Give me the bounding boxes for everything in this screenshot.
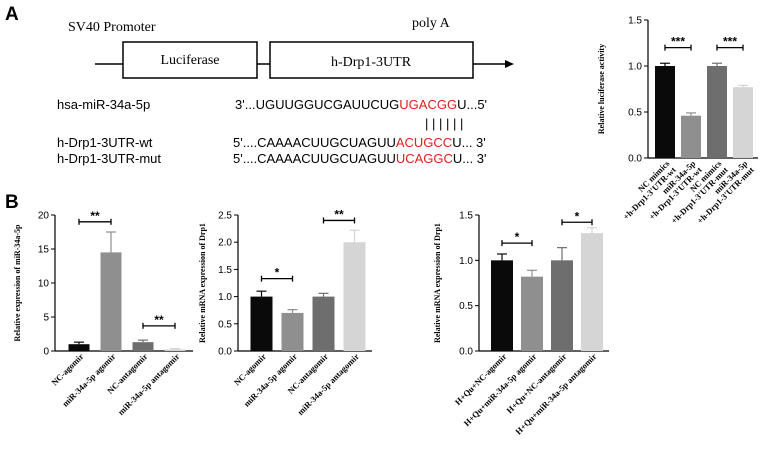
bar bbox=[281, 312, 304, 351]
y-tick-label: 1.5 bbox=[459, 211, 473, 222]
x-category-label: miR-34a-5p agomir bbox=[242, 351, 299, 408]
bar bbox=[100, 252, 122, 351]
mirna-name: hsa-miR-34a-5p bbox=[57, 97, 150, 112]
bar bbox=[681, 115, 701, 158]
bar bbox=[521, 276, 543, 351]
y-tick-label: 0.5 bbox=[218, 319, 232, 330]
luciferase-label: Luciferase bbox=[160, 53, 219, 68]
x-category-line: miR-34a-5p agomir bbox=[242, 351, 299, 408]
y-axis-label: Relative expression of miR-34a-5p bbox=[13, 224, 22, 342]
polya-label: poly A bbox=[412, 16, 451, 31]
bar bbox=[250, 296, 273, 351]
significance-label: * bbox=[575, 209, 580, 223]
panel-a: A SV40 Promoter poly A Luciferase h-Drp1… bbox=[5, 4, 514, 166]
y-tick-label: 0 bbox=[43, 347, 49, 358]
wt-sequence: 5'....CAAAACUUGCUAGUUACUGCCU... 3' bbox=[233, 135, 486, 150]
bar bbox=[581, 233, 603, 351]
x-category-label: miR-34a-5p antagomir bbox=[295, 351, 361, 417]
bar bbox=[343, 242, 366, 351]
bar bbox=[551, 260, 573, 351]
x-category-line: miR-34a-5p antagomir bbox=[116, 351, 182, 417]
utr-label: h-Drp1-3UTR bbox=[331, 55, 412, 70]
significance-label: ** bbox=[154, 313, 164, 327]
x-category-label: miR-34a-5p antagomir bbox=[116, 351, 182, 417]
x-category-line: H+Qu+NC-agomir bbox=[453, 351, 509, 407]
mut-name: h-Drp1-3UTR-mut bbox=[57, 151, 161, 166]
y-tick-label: 2.0 bbox=[218, 238, 232, 249]
significance-label: *** bbox=[723, 35, 737, 49]
y-tick-label: 15 bbox=[38, 245, 50, 256]
significance-label: ** bbox=[334, 207, 344, 221]
promoter-label: SV40 Promoter bbox=[68, 20, 156, 35]
significance-label: ** bbox=[90, 209, 100, 223]
bar bbox=[733, 87, 753, 158]
panel-a-letter: A bbox=[5, 4, 19, 25]
y-tick-label: 1.0 bbox=[459, 256, 473, 267]
bar bbox=[312, 296, 335, 351]
bar bbox=[655, 66, 675, 158]
y-tick-label: 0.5 bbox=[628, 108, 642, 119]
y-axis-label: Relative luciferase activity bbox=[597, 44, 606, 134]
y-tick-label: 5 bbox=[43, 313, 49, 324]
mirna-sequence: 3'...UGUUGGUCGAUUCUGUGACGGU...5' bbox=[235, 97, 487, 112]
x-category-label: H+Qu+NC-agomir bbox=[453, 351, 509, 407]
pairing-marks: | | | | | | bbox=[425, 116, 463, 131]
wt-name: h-Drp1-3UTR-wt bbox=[57, 135, 153, 150]
mut-sequence: 5'....CAAAACUUGCUAGUUUCAGGCU... 3' bbox=[233, 151, 486, 166]
y-tick-label: 0.5 bbox=[459, 301, 473, 312]
bar bbox=[132, 342, 154, 351]
utr-box bbox=[269, 41, 474, 79]
x-category-line: miR-34a-5p antagomir bbox=[295, 351, 361, 417]
y-tick-label: 2.5 bbox=[218, 211, 232, 222]
y-tick-label: 1.5 bbox=[218, 265, 232, 276]
luciferase-box bbox=[122, 41, 258, 79]
panel-b-letter: B bbox=[5, 192, 19, 213]
construct-arrowhead bbox=[505, 60, 514, 68]
y-tick-label: 1.0 bbox=[218, 292, 232, 303]
y-tick-label: 10 bbox=[38, 279, 50, 290]
y-tick-label: 0.0 bbox=[628, 154, 642, 165]
bar bbox=[164, 349, 186, 351]
y-tick-label: 20 bbox=[38, 211, 50, 222]
bar bbox=[491, 260, 513, 351]
bar bbox=[707, 66, 727, 158]
y-tick-label: 1.0 bbox=[628, 62, 642, 73]
y-tick-label: 0.0 bbox=[459, 347, 473, 358]
y-tick-label: 0.0 bbox=[218, 347, 232, 358]
significance-label: *** bbox=[671, 35, 685, 49]
y-tick-label: 1.5 bbox=[628, 16, 642, 27]
y-axis-label: Relative mRNA expression of Drp1 bbox=[433, 223, 442, 343]
significance-label: * bbox=[515, 230, 520, 244]
y-axis-label: Relative mRNA expression of Drp1 bbox=[198, 223, 207, 343]
significance-label: * bbox=[275, 266, 280, 280]
bar bbox=[68, 344, 90, 351]
